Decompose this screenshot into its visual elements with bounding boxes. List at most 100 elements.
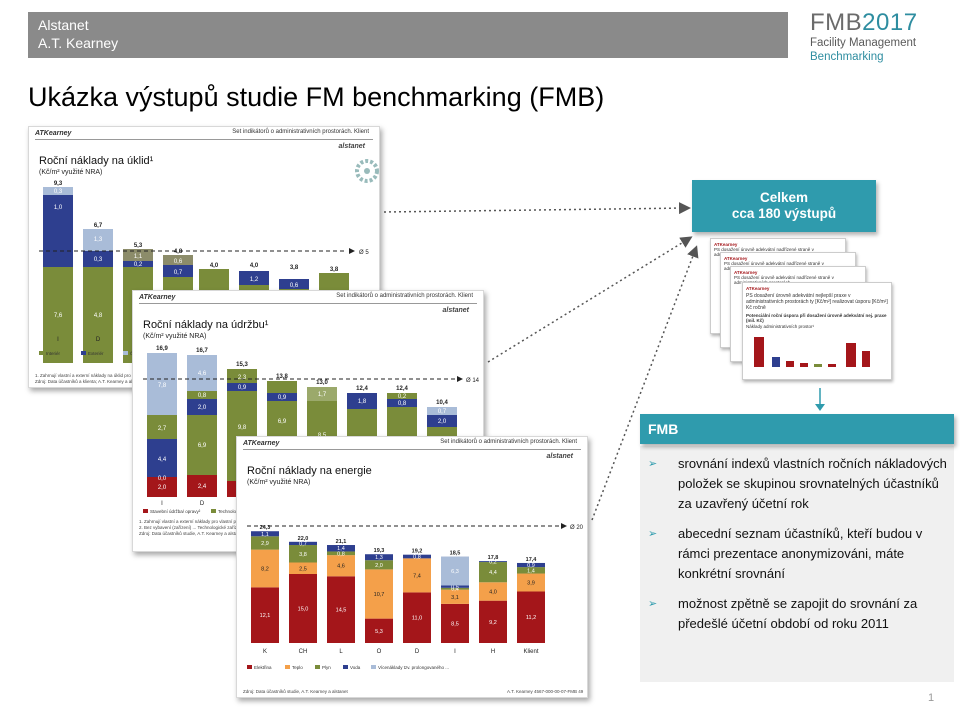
category-2: CH (299, 649, 308, 655)
bar-3-seg-3 (327, 551, 355, 556)
bar-2-seg-4 (187, 415, 217, 475)
bar-2-total: 16,7 (196, 348, 208, 354)
bar-1-seg-1 (251, 587, 279, 643)
slide-title: Roční náklady na úklid¹ (39, 155, 154, 167)
thumbnail-subtitle: Potenciální roční úspora při dosažení úr… (746, 313, 887, 323)
bar-2-seg-1 (83, 267, 113, 363)
bar-6-seg-2 (441, 589, 469, 604)
slide-title: Roční náklady na energie (247, 465, 372, 477)
legend-swatch-water (343, 665, 348, 669)
bar-7-val-5: 0,8 (398, 401, 407, 407)
bar-2-seg-3 (187, 399, 217, 415)
bar-5-seg-1 (403, 592, 431, 643)
bar-4-val-3: 0,6 (174, 259, 183, 265)
bar-6-val-2: 1,2 (250, 277, 259, 283)
bar-8-total: 3,8 (330, 267, 339, 273)
bar-4-total: 4,8 (174, 249, 183, 255)
bar-4-seg-2 (163, 265, 193, 277)
bar-6-seg-3 (441, 587, 469, 590)
bar-3-val-4: 1,4 (337, 546, 345, 552)
logo-line1: Facility Management (810, 37, 917, 49)
bar-7-seg-1 (479, 600, 507, 643)
bar-1-val-3: 2,9 (261, 541, 269, 547)
category-2: D (200, 501, 205, 507)
arrow-slide3 (591, 245, 699, 521)
bar-8-seg-2 (517, 573, 545, 592)
average-marker (457, 376, 463, 382)
gear-icon (355, 159, 379, 183)
slide-topright: Set indikátorů o administrativních prost… (440, 439, 577, 445)
arrow-down-head (815, 404, 825, 411)
legend-swatch-interior (39, 351, 44, 355)
bar-2-total: 22,0 (298, 536, 309, 542)
bar-6-seg-4 (441, 585, 469, 588)
arrow-bullet-icon: ➢ (648, 598, 658, 610)
bar-2-val-3: 3,8 (299, 552, 307, 558)
bar-2-total: 6,7 (94, 223, 103, 229)
bar-6-total: 12,4 (356, 386, 368, 392)
legend-swatch-extra (371, 665, 376, 669)
bar-7-seg-2 (279, 279, 309, 289)
logo-year: 2017 (862, 9, 918, 36)
arrow-slide2 (487, 236, 693, 363)
output-thumbnails: ATKearney PS dosažení úrovně adekvátní n… (706, 238, 896, 383)
slide-title: Roční náklady na údržbu¹ (143, 319, 269, 331)
bar-1-seg-1 (147, 477, 177, 497)
category-4: O (377, 649, 382, 655)
slide-footnote-3: Zdroj: Data účastníků studie, A.T. Kearn… (139, 531, 244, 536)
bar-3-seg-1 (327, 576, 355, 643)
bar-2-val-1: 2,4 (198, 484, 207, 490)
bar-1-total: 9,3 (54, 181, 63, 187)
bar-3-val-3: 9,8 (238, 425, 247, 431)
thumbnail-brand: ATKearney (714, 242, 738, 247)
bar-8-val-6: 0,7 (438, 409, 447, 415)
slide3-chart: Ø 20 Elektřina Teplo Plyn Voda Vícenákla… (247, 523, 584, 670)
bar-3-seg-4 (327, 545, 355, 552)
arrow-bullet-icon: ➢ (648, 528, 658, 540)
bar-6-val-5: 1,8 (358, 399, 367, 405)
bar-1-seg-2 (251, 549, 279, 588)
list-item-text: srovnání indexů vlastních ročních náklad… (678, 456, 947, 511)
bar-6-val-3: 0,4 (451, 587, 459, 593)
bar-8-val-1: 11,2 (526, 615, 536, 621)
bar-3-val-3: 1,1 (134, 254, 143, 260)
bar-3-seg-4 (227, 383, 257, 391)
bar-4-val-2: 0,7 (174, 270, 183, 276)
bar-2-val-2: 2,5 (299, 566, 307, 572)
bar-1-val-1: 7,6 (54, 313, 63, 319)
legend-heat: Teplo (292, 665, 303, 670)
bar-8-val-5: 2,0 (438, 419, 447, 425)
bar-5-seg-6 (307, 387, 337, 401)
fmb-benefits-list: ➢ srovnání indexů vlastních ročních nákla… (648, 454, 948, 644)
bar-3-val-4: 0,9 (238, 385, 247, 391)
bar-2-seg-1 (289, 574, 317, 643)
arrow-slide1 (383, 202, 691, 215)
bar-2-seg-6 (187, 355, 217, 391)
bar-2-seg-3 (289, 545, 317, 563)
bar-1-seg-3 (147, 439, 177, 477)
total-outputs-box: Celkem cca 180 výstupů (692, 180, 876, 232)
bar-3-seg-2 (327, 555, 355, 577)
bar-1-val-1: 2,0 (158, 485, 167, 491)
list-item: ➢abecední seznam účastníků, kteří budou … (648, 524, 948, 584)
chart-legend: Elektřina Teplo Plyn Voda Vícenáklady tz… (247, 665, 449, 670)
bar-7-total: 3,8 (290, 265, 299, 271)
bar-3-total: 21,1 (336, 539, 347, 545)
legend-electricity: Elektřina (254, 665, 272, 670)
bar-6-total: 4,0 (250, 263, 259, 269)
bar-1-seg-4 (251, 531, 279, 537)
fmb-logo: FMB2017 Facility Management Benchmarking (810, 10, 950, 70)
logo-line2: Benchmarking (810, 51, 884, 63)
bar-3-total: 15,3 (236, 362, 248, 368)
bar-8-total: 17,4 (526, 557, 538, 563)
list-item: ➢možnost zpětně se zapojit do srovnání z… (648, 594, 948, 634)
bar-4-val-4: 6,9 (278, 419, 287, 425)
legend-swatch-electricity (247, 665, 252, 669)
bar-2-val-5: 0,8 (198, 393, 207, 399)
thumbnail-4: ATKearney PS dosažení úrovně adekvátní n… (742, 282, 892, 380)
bar-4-val-2: 10,7 (374, 592, 385, 598)
bar-7-seg-2 (479, 582, 507, 601)
category-1: K (263, 649, 267, 655)
slide-topline (139, 303, 477, 304)
chart-legend: Stavební údržba/ opravy² Technologie (143, 509, 243, 514)
